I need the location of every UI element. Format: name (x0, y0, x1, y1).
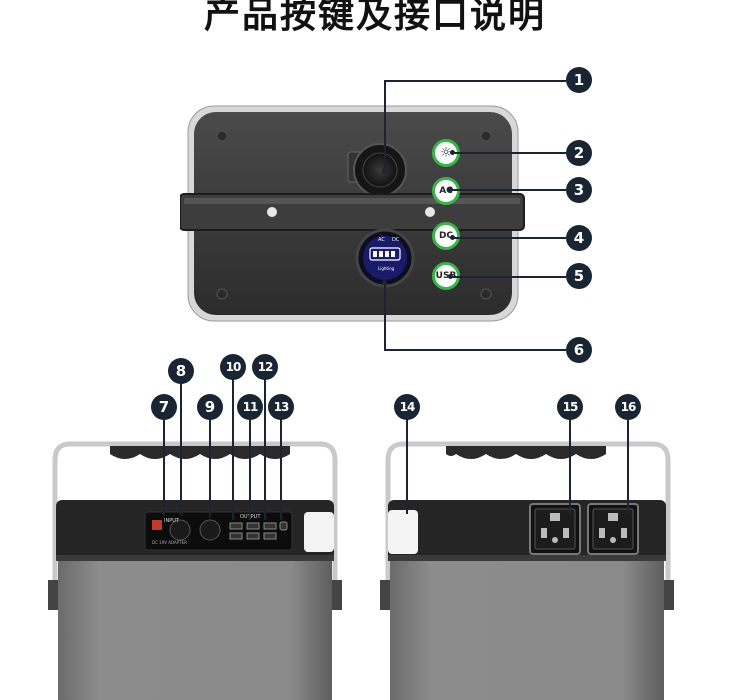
callout-13: 13 (268, 394, 294, 420)
input-label: INPUT (164, 518, 180, 524)
callout-1: 1 (566, 67, 592, 93)
display-ac-label: AC (378, 237, 385, 243)
sun-icon: ☼ (439, 145, 453, 161)
ac-button-label: AC (439, 186, 453, 196)
dc-button-label: DC (438, 231, 454, 241)
callout-8: 8 (168, 358, 194, 384)
front-view-right (380, 441, 674, 700)
callout-7: 7 (151, 394, 177, 420)
callout-6: 6 (566, 337, 592, 363)
display-mode-label: Lighting (378, 266, 395, 271)
ac-socket-1 (529, 503, 581, 555)
callout-16: 16 (615, 394, 641, 420)
callout-5: 5 (566, 263, 592, 289)
ac-button[interactable]: AC (432, 177, 460, 205)
callout-11: 11 (237, 394, 263, 420)
callout-15: 15 (557, 394, 583, 420)
callout-2: 2 (566, 140, 592, 166)
callout-4: 4 (566, 225, 592, 251)
callout-12: 12 (252, 354, 278, 380)
callout-9: 9 (197, 394, 223, 420)
usb-button-label: USB (435, 271, 457, 281)
ac-socket-2 (587, 503, 639, 555)
callout-3: 3 (566, 177, 592, 203)
page-title: 产品按键及接口说明 (203, 0, 546, 36)
display-dc-label: DC (392, 237, 400, 243)
callout-10: 10 (220, 354, 246, 380)
adapter-label: DC 19V ADAPTER (152, 540, 187, 545)
dc-button[interactable]: DC (432, 222, 460, 250)
callout-14: 14 (394, 394, 420, 420)
top-view-device: AC DC Lighting (180, 105, 525, 322)
front-view-left: INPUT DC 19V ADAPTER OUTPUT (48, 441, 342, 700)
